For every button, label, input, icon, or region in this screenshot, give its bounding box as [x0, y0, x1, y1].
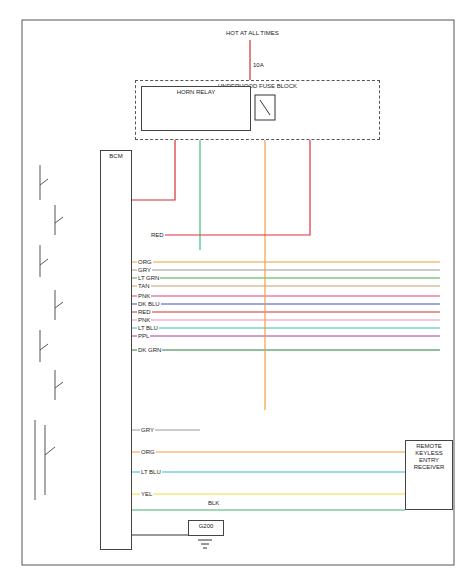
wire-label: GRY: [137, 267, 152, 274]
wire-label: HOT AT ALL TIMES: [225, 30, 280, 37]
wire-connector: [132, 509, 405, 510]
wire-label: DK BLU: [137, 301, 161, 308]
component-box: BCM: [100, 150, 132, 550]
wire-label: RED: [150, 232, 165, 239]
wire-label: PNK: [137, 317, 151, 324]
wire-label: TAN: [137, 283, 151, 290]
component-label: REMOTE KEYLESS ENTRY RECEIVER: [406, 441, 452, 473]
component-box: HORN RELAY: [141, 86, 251, 131]
component-label: HORN RELAY: [142, 87, 250, 98]
wire-label: BLK: [207, 500, 220, 507]
component-box: REMOTE KEYLESS ENTRY RECEIVER: [405, 440, 453, 510]
ground-symbol: [198, 540, 212, 548]
wire-label: DK GRN: [137, 347, 162, 354]
component-label: G200: [189, 521, 223, 532]
wire-label: GRY: [140, 427, 155, 434]
wire-label: LT BLU: [137, 325, 159, 332]
component-label: BCM: [101, 151, 131, 162]
wire-connector: [132, 140, 175, 200]
wire-label: ORG: [137, 259, 153, 266]
wire-connector: [132, 528, 190, 535]
frame: [22, 20, 454, 565]
wire-label: PNK: [137, 293, 151, 300]
relay-symbol: [255, 95, 275, 120]
wire-label: LT GRN: [137, 275, 160, 282]
wire-label: 10A: [252, 62, 265, 69]
wire-label: LT BLU: [140, 469, 162, 476]
component-box: UNDERHOOD FUSE BLOCKHORN RELAY: [135, 80, 380, 140]
wire-label: RED: [137, 309, 152, 316]
wire-label: YEL: [140, 491, 153, 498]
component-box: G200: [188, 520, 224, 536]
wires: [132, 40, 440, 494]
switch-symbols: [35, 165, 63, 500]
wire-label: PPL: [137, 333, 150, 340]
wire-label: ORG: [140, 449, 156, 456]
